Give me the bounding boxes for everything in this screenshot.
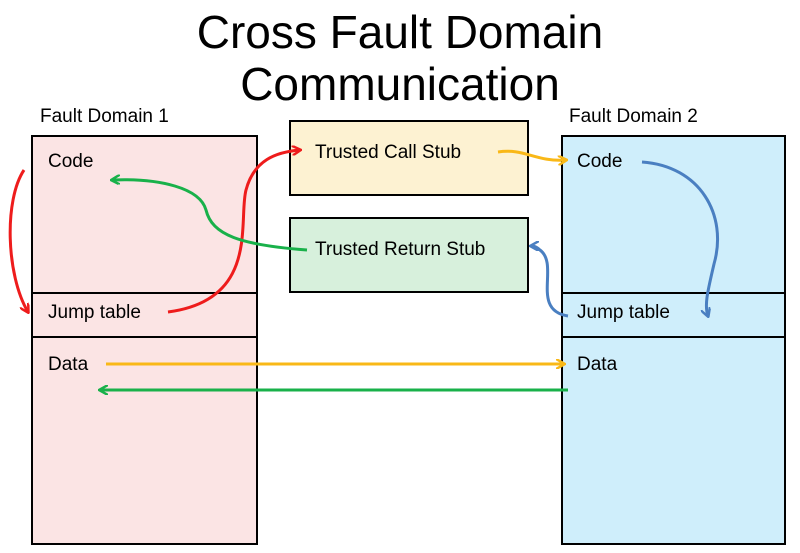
fault-domain-2-divider-code <box>561 292 786 294</box>
title-line-2: Communication <box>240 58 560 110</box>
fault-domain-2-data-label: Data <box>577 354 618 375</box>
fault-domain-2-label: Fault Domain 2 <box>569 106 698 127</box>
title-line-1: Cross Fault Domain <box>196 6 604 58</box>
fault-domain-1-jump-table-label: Jump table <box>48 302 141 323</box>
fault-domain-1-data-label: Data <box>48 354 89 375</box>
fault-domain-1-code-label: Code <box>48 151 94 172</box>
fault-domain-2-code-label: Code <box>577 151 623 172</box>
fault-domain-1-divider-code <box>31 292 258 294</box>
fault-domain-1-divider-jump <box>31 336 258 338</box>
fault-domain-1-box <box>31 135 258 545</box>
fault-domain-2-divider-jump <box>561 336 786 338</box>
fault-domain-2-jump-table-label: Jump table <box>577 302 670 323</box>
fault-domain-2-box <box>561 135 786 545</box>
diagram-title: Cross Fault Domain Communication <box>0 6 800 110</box>
trusted-return-stub-label: Trusted Return Stub <box>315 239 486 260</box>
trusted-call-stub-label: Trusted Call Stub <box>315 142 462 163</box>
trusted-call-stub-box: Trusted Call Stub <box>289 120 529 196</box>
fault-domain-1-label: Fault Domain 1 <box>40 106 169 127</box>
trusted-return-stub-box: Trusted Return Stub <box>289 217 529 293</box>
arrow-fd1-code-to-jump-table <box>8 169 28 312</box>
